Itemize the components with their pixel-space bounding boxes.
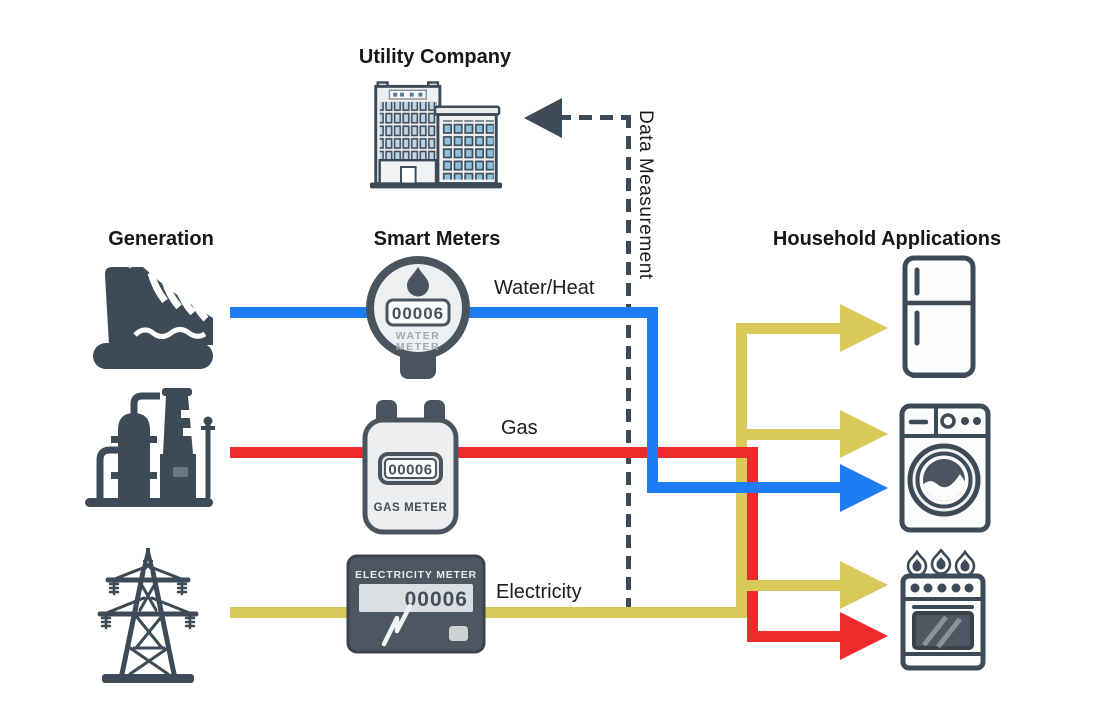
- electricity-branch-to-stove: [747, 580, 842, 591]
- washing-machine-icon: [899, 403, 991, 533]
- electricity-flow-main-line: [230, 607, 747, 618]
- gas-label: Gas: [501, 417, 538, 439]
- gas-meter-label: GAS METER: [374, 502, 448, 514]
- data-measurement-dashed-line: [626, 115, 631, 607]
- electricity-arrow-to-fridge-icon: [840, 304, 888, 352]
- water-branch-to-washer: [647, 482, 842, 493]
- lightning-bolt-icon: [381, 603, 413, 647]
- water-arrow-to-washer-icon: [840, 464, 888, 512]
- water-flow-vertical-line: [647, 307, 658, 493]
- utility-company-building-icon: [369, 81, 503, 189]
- refrigerator-icon: [902, 255, 976, 378]
- household-applications-title: Household Applications: [772, 228, 1002, 250]
- gas-meter-icon: 00006 GAS METER: [362, 400, 459, 535]
- industrial-plant-icon: [85, 388, 215, 507]
- gas-meter-reading: 00006: [388, 462, 432, 479]
- gas-flow-main-line: [230, 447, 758, 458]
- electricity-arrow-to-stove-icon: [840, 561, 888, 609]
- generation-title: Generation: [108, 228, 214, 250]
- gas-branch-to-stove: [747, 631, 842, 642]
- electricity-flow-vertical-line: [736, 323, 747, 618]
- utility-company-title: Utility Company: [358, 46, 512, 68]
- gas-flow-vertical-line: [747, 447, 758, 642]
- data-measurement-dashed-line-horizontal: [558, 115, 628, 120]
- gas-arrow-to-stove-icon: [840, 612, 888, 660]
- water-meter-label-line1: WATER: [396, 330, 441, 342]
- electricity-arrow-to-washer-icon: [840, 410, 888, 458]
- smart-meters-title: Smart Meters: [373, 228, 501, 250]
- hydroelectric-dam-icon: [93, 267, 213, 369]
- water-meter-reading: 00006: [392, 304, 444, 323]
- water-meter-icon: 00006 WATER METER: [366, 256, 470, 379]
- transmission-tower-icon: [97, 548, 199, 683]
- left-arrow-icon: [524, 98, 562, 138]
- stove-icon: [900, 549, 986, 671]
- electricity-branch-to-washer: [747, 429, 842, 440]
- electricity-branch-to-fridge: [736, 323, 842, 334]
- electricity-meter-label: ELECTRICITY METER: [355, 569, 477, 581]
- electricity-label: Electricity: [496, 581, 582, 603]
- data-measurement-label: Data Measurement: [635, 110, 656, 280]
- water-meter-label-line2: METER: [396, 341, 440, 353]
- flame-icon: [906, 549, 976, 577]
- electricity-meter-icon: ELECTRICITY METER 00006: [346, 554, 486, 654]
- water-heat-label: Water/Heat: [494, 277, 595, 299]
- electricity-meter-reading: 00006: [405, 588, 468, 611]
